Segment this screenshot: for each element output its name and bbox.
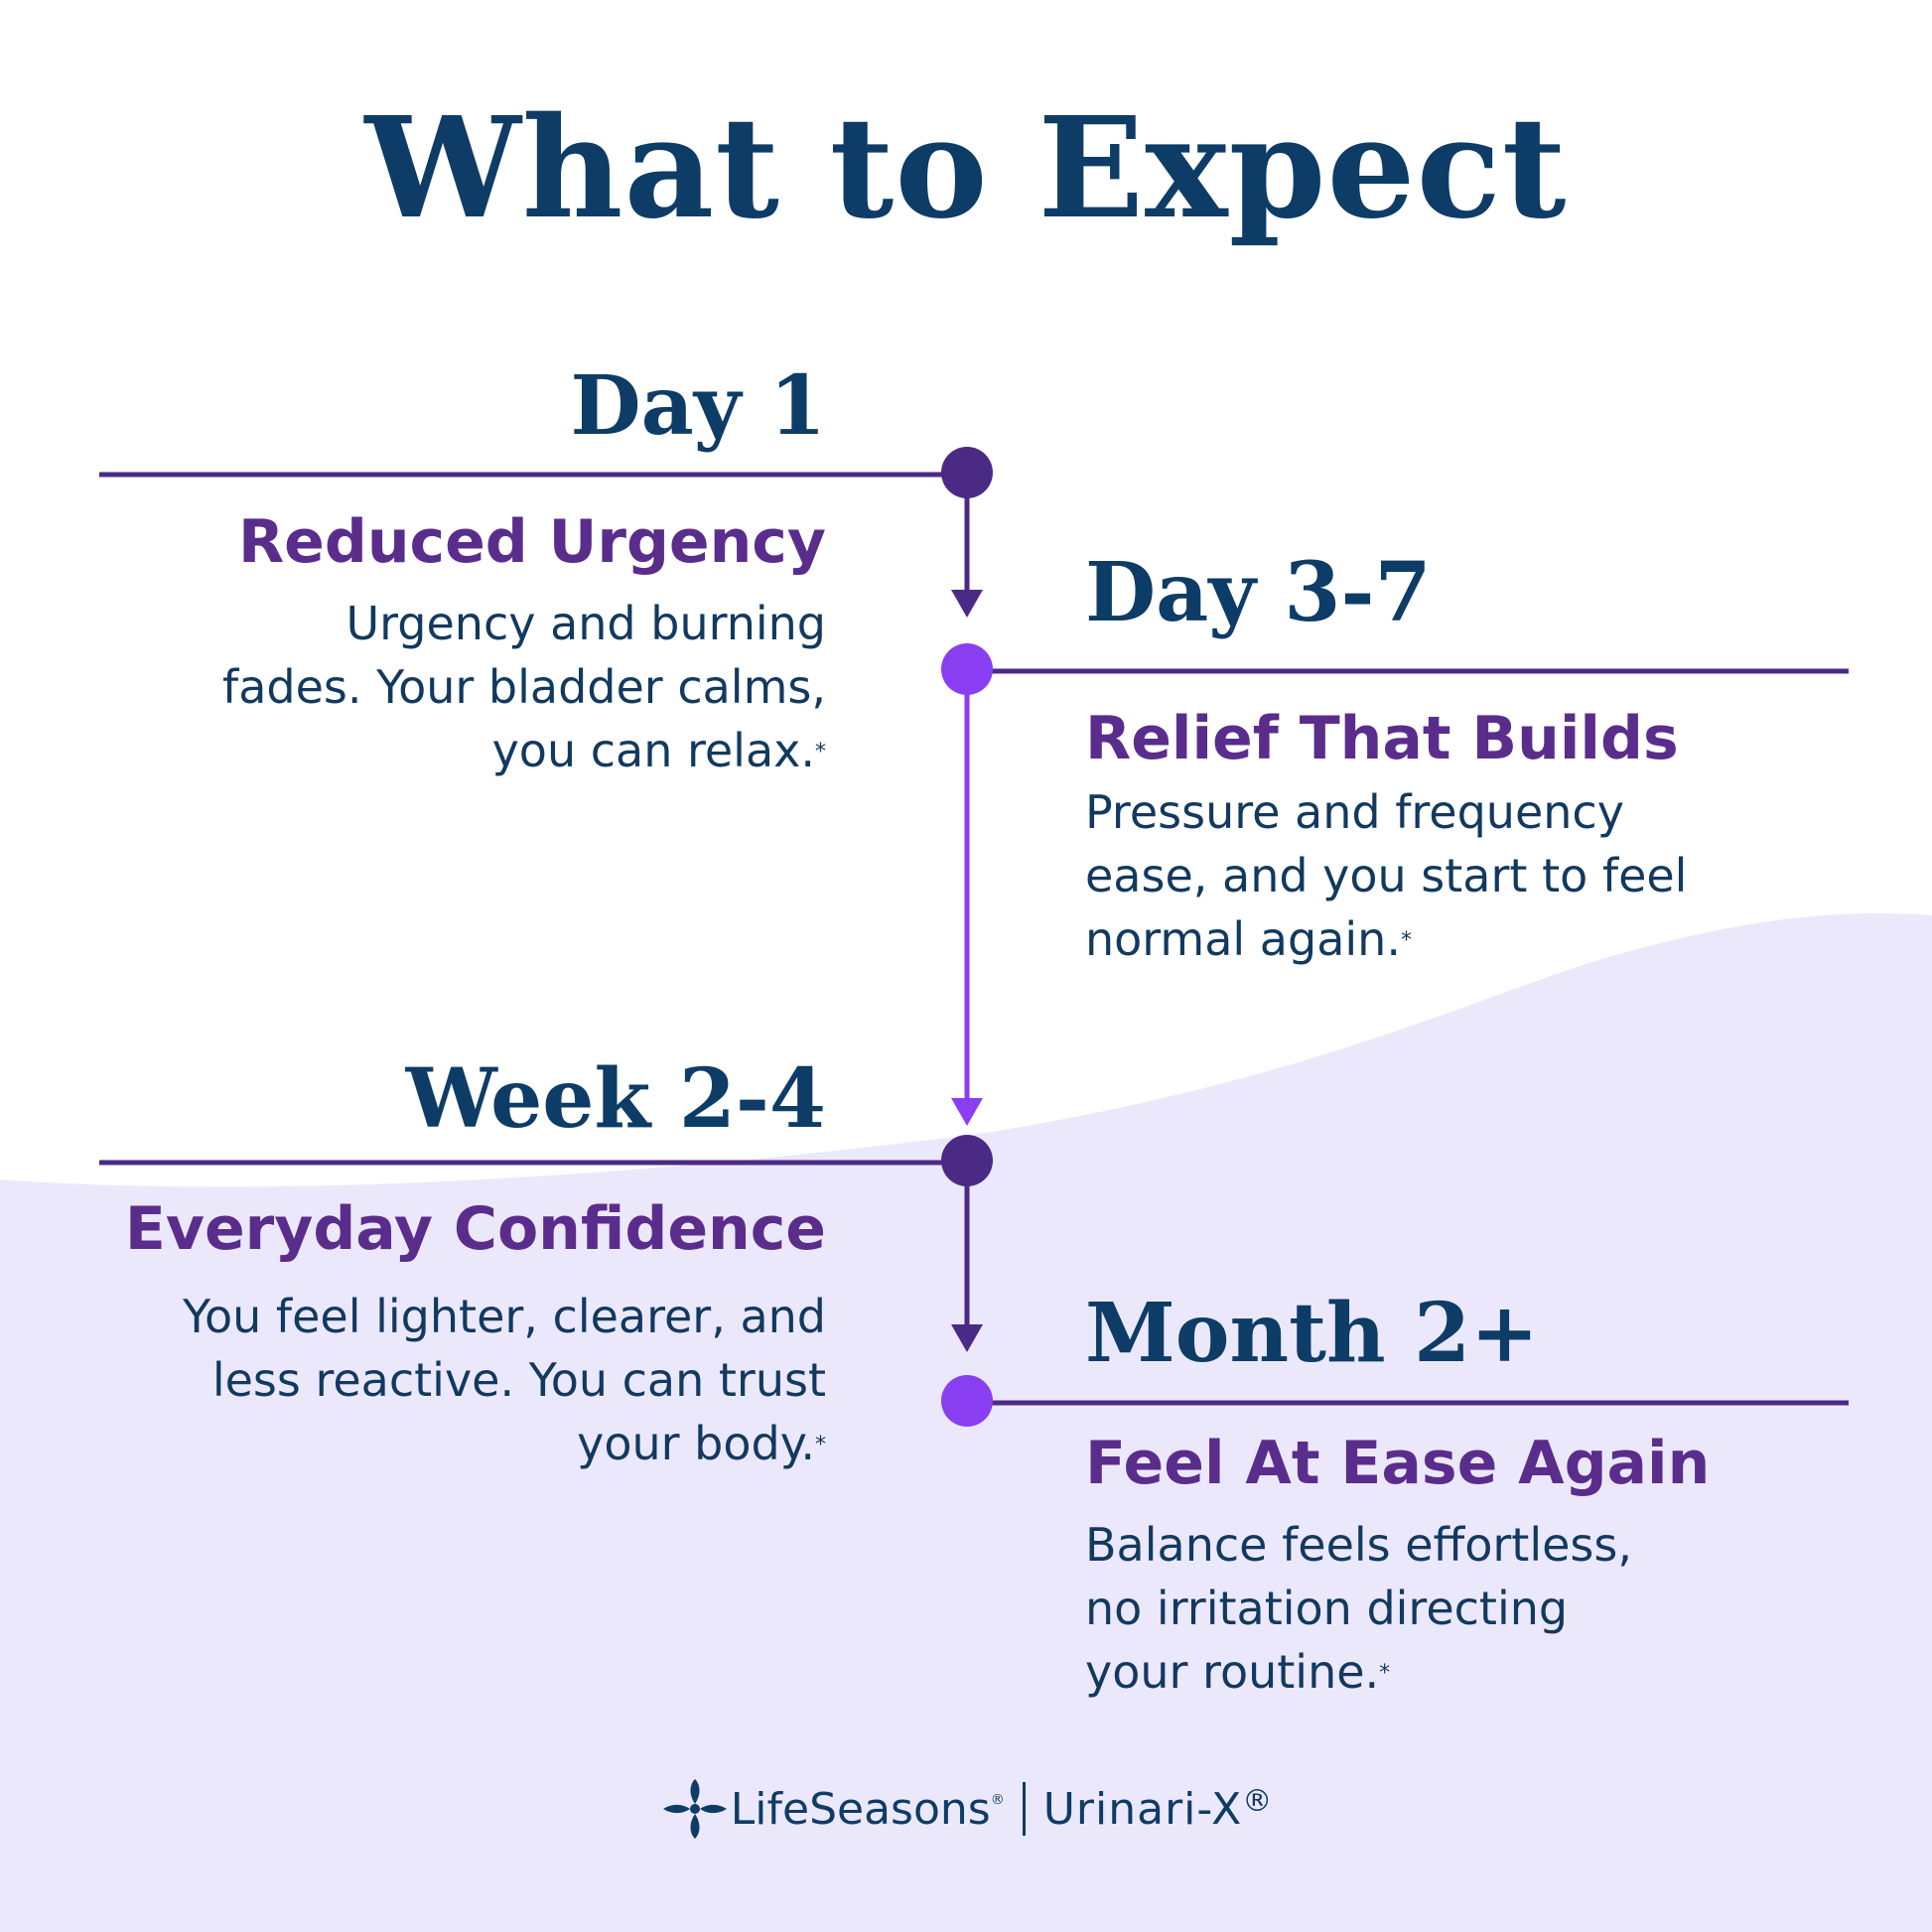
body-line: ease, and you start to feel [1085,849,1688,902]
stage-body-month2: Balance feels effortless, no irritation … [1085,1513,1800,1704]
timeline-node-day3-7 [941,643,993,695]
body-line: you can relax.* [491,724,826,777]
footnote-mark: * [815,1433,826,1457]
body-line: normal again.* [1085,912,1412,966]
product-name: Urinari-X® [1042,1783,1274,1835]
body-line: Pressure and frequency [1085,785,1624,839]
body-line: no irritation directing [1085,1582,1569,1635]
body-line: less reactive. You can trust [211,1353,826,1407]
body-line: your routine.* [1085,1645,1391,1699]
stage-body-day1: Urgency and burning fades. Your bladder … [111,592,826,782]
stage-heading-reduced-urgency: Reduced Urgency [237,507,826,577]
body-line: fades. Your bladder calms, [222,660,826,714]
stage-label-month2: Month 2+ [1085,1286,1539,1381]
body-line: your body.* [577,1417,826,1470]
lifeseasons-flower-icon [662,1779,727,1839]
page-title: What to Expect [364,87,1568,250]
timeline-node-month2 [941,1375,993,1427]
lifeseasons-logo: LifeSeasons® [659,1773,1005,1845]
stage-body-week2-4: You feel lighter, clearer, and less reac… [111,1285,826,1475]
brand-name: LifeSeasons® [730,1783,1005,1835]
stage-label-week2-4: Week 2-4 [405,1051,826,1147]
stage-label-day1: Day 1 [570,358,827,454]
stage-label-day3-7: Day 3-7 [1085,545,1432,640]
arrow-down-icon [951,1324,983,1352]
body-line: Balance feels effortless, [1085,1518,1632,1572]
stage-body-day3-7: Pressure and frequency ease, and you sta… [1085,780,1800,971]
footnote-mark: * [815,740,826,764]
body-line: You feel lighter, clearer, and [183,1290,826,1343]
brand-divider [1022,1782,1026,1836]
footnote-mark: * [1379,1661,1391,1686]
footnote-mark: * [1400,928,1412,953]
body-line: Urgency and burning [345,597,826,650]
arrow-down-icon [951,590,983,618]
stage-heading-everyday-confidence: Everyday Confidence [124,1194,826,1264]
timeline-node-week2-4 [941,1135,993,1186]
brand-footer: LifeSeasons® Urinari-X® [0,1769,1932,1849]
stage-heading-relief-that-builds: Relief That Builds [1085,704,1679,773]
arrow-down-icon [951,1098,983,1126]
timeline-node-day1 [941,447,993,498]
stage-heading-feel-at-ease-again: Feel At Ease Again [1085,1429,1711,1498]
